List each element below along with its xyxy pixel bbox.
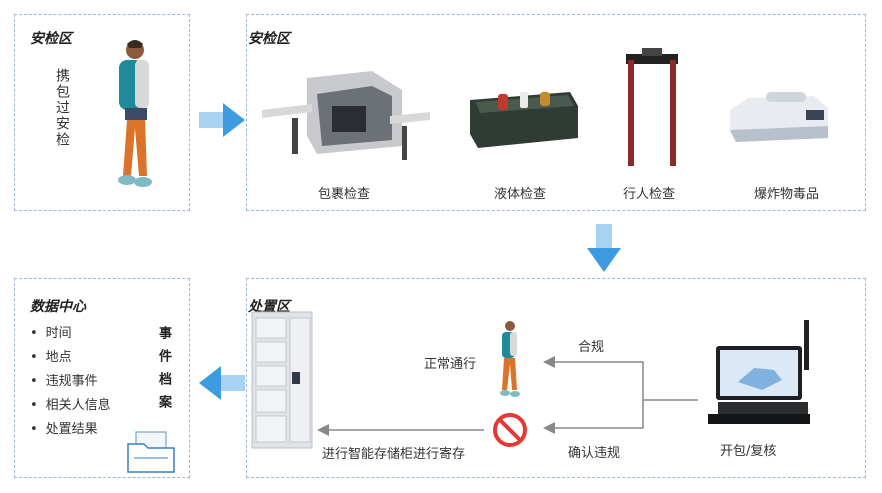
list-item: 时间 xyxy=(30,322,111,346)
list-item: 违规事件 xyxy=(30,370,111,394)
zone-security-left-title: 安检区 xyxy=(30,31,72,47)
label-package-check: 包裹检查 xyxy=(318,187,371,202)
explosive-detector-image xyxy=(730,92,828,142)
traveler-figure xyxy=(118,40,152,187)
smart-locker-image xyxy=(251,311,313,449)
zone-security-left xyxy=(14,14,190,211)
label-open-recheck: 开包/复核 xyxy=(720,444,777,459)
flow-arrow-left xyxy=(199,366,245,400)
label-compliant: 合规 xyxy=(578,340,605,355)
label-normal-pass: 正常通行 xyxy=(424,357,477,372)
passing-person-figure xyxy=(500,321,520,397)
zone-security-right xyxy=(246,14,866,211)
zone-disposal xyxy=(246,278,866,478)
flow-arrow-right xyxy=(199,103,245,137)
carry-bag-caption: 携包过安检 xyxy=(54,68,70,148)
zone-security-right-title: 安检区 xyxy=(248,31,290,47)
disposal-zone-title: 处置区 xyxy=(248,299,290,315)
inspection-terminal-image xyxy=(708,320,810,424)
label-explosive-drug: 爆炸物毒品 xyxy=(754,187,820,202)
xray-machine-image xyxy=(262,71,430,160)
data-center-title: 数据中心 xyxy=(30,299,86,315)
label-liquid-check: 液体检查 xyxy=(494,187,547,202)
list-item: 地点 xyxy=(30,346,111,370)
list-item: 相关人信息 xyxy=(30,394,111,418)
label-confirm-violation: 确认违规 xyxy=(568,446,621,461)
flow-arrow-down xyxy=(587,224,621,272)
zone-data-center xyxy=(14,278,190,478)
prohibited-icon xyxy=(493,413,527,447)
event-archive-label: 事件档案 xyxy=(156,326,171,418)
folder-icon xyxy=(127,431,175,473)
list-item: 处置结果 xyxy=(30,418,111,442)
label-pedestrian-check: 行人检查 xyxy=(623,187,676,202)
label-locker-action: 进行智能存储柜进行寄存 xyxy=(322,447,466,462)
metal-detector-gate-image xyxy=(626,48,678,166)
liquid-scanner-image xyxy=(470,92,578,148)
data-center-list: 时间 地点 违规事件 相关人信息 处置结果 xyxy=(30,322,111,442)
